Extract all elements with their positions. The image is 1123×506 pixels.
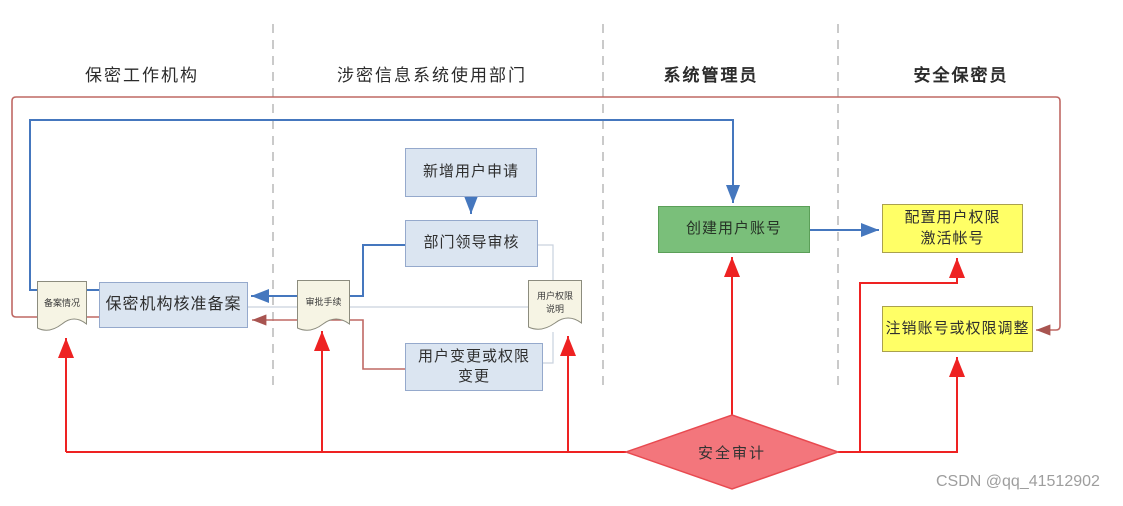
lane-header-sysadmin: 系统管理员 — [663, 65, 759, 85]
document-permission-note: 用户权限 说明 — [528, 280, 582, 333]
node-user-change: 用户变更或权限 变更 — [405, 343, 543, 391]
document-label: 审批手续 — [305, 297, 342, 308]
document-approval-procedure: 审批手续 — [297, 280, 350, 334]
lane-header-using-dept: 涉密信息系统使用部门 — [337, 65, 527, 85]
document-label: 用户权限 说明 — [536, 290, 573, 315]
node-create-account: 创建用户账号 — [658, 206, 810, 253]
lane-header-security-officer: 安全保密员 — [913, 65, 1009, 85]
arrow-audit-to-configure — [859, 258, 965, 452]
link-permission-note-to-user-change — [543, 332, 554, 364]
link-review-to-permission-note — [538, 244, 554, 280]
lane-header-secrecy-org: 保密工作机构 — [85, 65, 199, 85]
document-shape — [297, 280, 350, 331]
arrow-audit-to-deactivate — [838, 357, 965, 453]
document-label: 备案情况 — [43, 298, 80, 309]
node-deactivate-account: 注销账号或权限调整 — [882, 306, 1033, 352]
watermark-text: CSDN @qq_41512902 — [936, 473, 1100, 490]
node-security-audit-label: 安全审计 — [697, 445, 766, 462]
document-filing-status: 备案情况 — [37, 281, 87, 334]
node-approval-filing: 保密机构核准备案 — [99, 282, 248, 328]
arrow-filing-to-create-account — [29, 119, 740, 291]
document-shape — [528, 280, 582, 330]
node-new-user-request: 新增用户申请 — [405, 148, 537, 197]
node-configure-permissions: 配置用户权限 激活帐号 — [882, 204, 1023, 253]
arrow-filing-loop-to-deactivate — [11, 96, 1061, 336]
document-shape — [37, 281, 87, 331]
security-audit-diamond — [623, 414, 841, 490]
node-dept-leader-review: 部门领导审核 — [405, 220, 538, 267]
